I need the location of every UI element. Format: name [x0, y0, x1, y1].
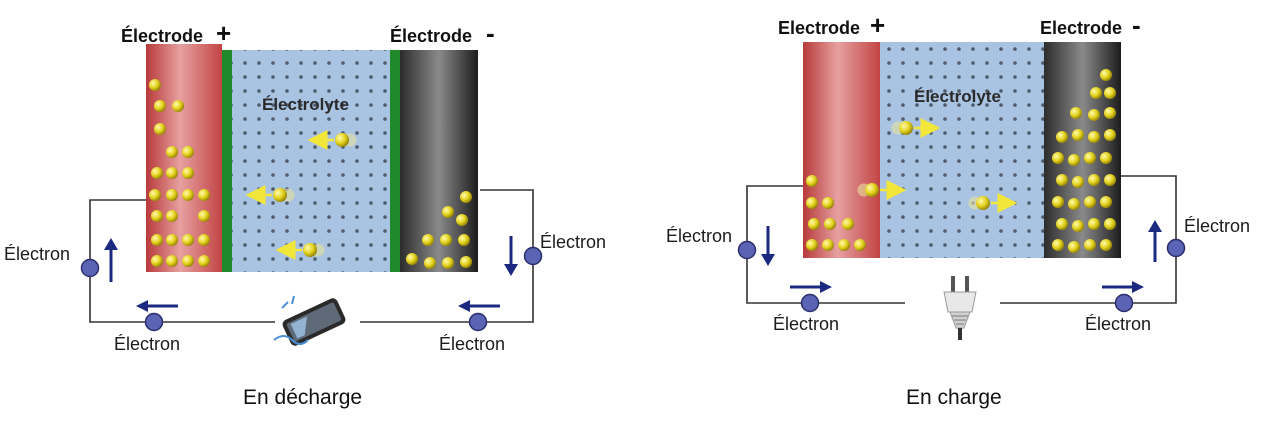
- discharge-electron-label-bottom-left: Électron: [114, 334, 180, 354]
- charge-migrating-ions: [857, 118, 1018, 213]
- charge-electron-label-left: Électron: [666, 226, 732, 246]
- charge-caption: En charge: [906, 386, 1002, 409]
- discharge-positive-sign: +: [216, 18, 231, 48]
- charge-electron-label-bottom-right: Électron: [1085, 314, 1151, 334]
- discharge-electron-flow-arrows: [104, 236, 518, 312]
- discharge-electrolyte-label: Électrolyte: [262, 95, 349, 114]
- discharge-negative-ions: [406, 191, 472, 269]
- charge-electron-dots: [737, 238, 1186, 313]
- discharge-electron-label-left: Électron: [4, 244, 70, 264]
- discharge-separator-left: [222, 50, 232, 272]
- charge-electron-label-bottom-left: Électron: [773, 314, 839, 334]
- discharge-negative-sign: -: [486, 18, 495, 48]
- charge-negative-ions: [1052, 69, 1116, 253]
- discharge-negative-electrode-label: Électrode: [390, 25, 472, 46]
- phone-icon: [273, 295, 346, 346]
- plug-icon: [943, 276, 977, 340]
- charge-electrolyte-label: Électrolyte: [914, 87, 1001, 106]
- charge-negative-sign: -: [1132, 10, 1141, 40]
- charge-positive-ions: [806, 175, 866, 251]
- charge-electron-label-right: Électron: [1184, 216, 1250, 236]
- discharge-panel: Électrode + Électrode - Électrolyte Élec…: [4, 18, 606, 409]
- charge-positive-electrode-label: Electrode: [778, 18, 860, 38]
- discharge-positive-electrode-label: Électrode: [121, 25, 203, 46]
- discharge-electron-dots: [80, 246, 543, 332]
- charge-positive-sign: +: [870, 10, 885, 40]
- charge-negative-electrode-label: Electrode: [1040, 18, 1122, 38]
- discharge-electron-label-right: Électron: [540, 232, 606, 252]
- discharge-separator-right: [390, 50, 400, 272]
- charge-panel: Electrode + Electrode - Électrolyte Élec…: [666, 10, 1250, 409]
- discharge-caption: En décharge: [243, 386, 362, 409]
- charge-electron-flow-arrows: [761, 220, 1162, 293]
- discharge-migrating-ions: [245, 130, 357, 260]
- discharge-electron-label-bottom-right: Électron: [439, 334, 505, 354]
- discharge-positive-ions: [149, 79, 210, 267]
